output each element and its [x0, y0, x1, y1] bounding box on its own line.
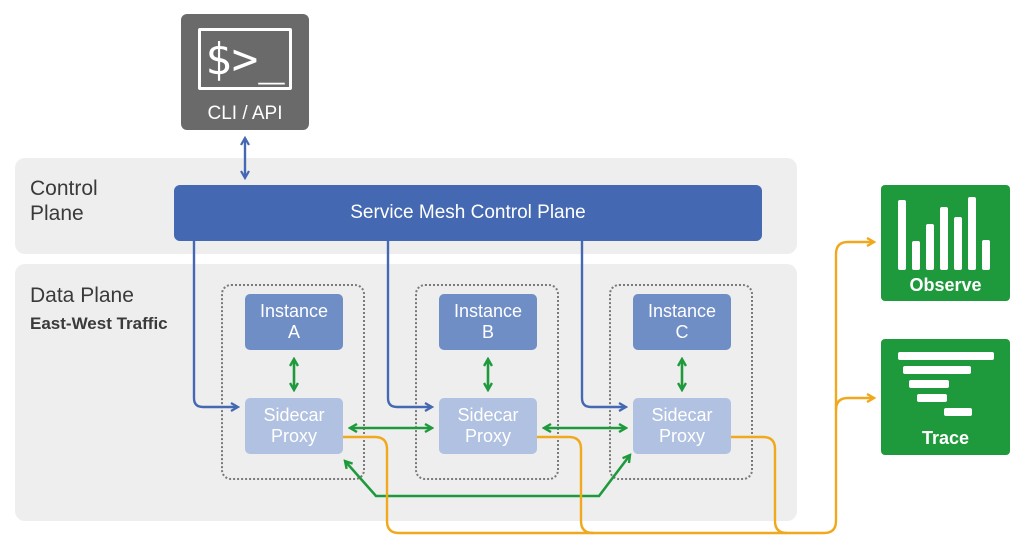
pod-a — [221, 284, 365, 480]
control-plane-title: Control Plane — [30, 176, 98, 226]
observe-node: Observe — [881, 185, 1010, 301]
control-plane-title-line2: Plane — [30, 202, 84, 225]
trace-waterfall-icon — [898, 352, 994, 416]
cli-api-node: $>_ CLI / API — [181, 14, 309, 130]
sidecar-proxy-c: Sidecar Proxy — [633, 398, 731, 454]
data-plane-title: Data Plane — [30, 284, 134, 307]
control-plane-title-line1: Control — [30, 177, 98, 200]
control-to-proxy-c — [580, 241, 626, 407]
pod-c — [609, 284, 753, 480]
proxy-a-to-c — [345, 455, 630, 498]
trace-node: Trace — [881, 339, 1010, 455]
terminal-icon: $>_ — [198, 28, 292, 90]
instance-b: Instance B — [439, 294, 537, 350]
cli-api-label: CLI / API — [207, 103, 283, 124]
trace-label: Trace — [921, 428, 970, 448]
bar-chart-icon — [898, 197, 990, 270]
terminal-prompt: $>_ — [205, 33, 285, 85]
telemetry-a — [343, 435, 838, 535]
control-to-proxy-a — [192, 241, 238, 407]
control-to-proxy-b — [386, 241, 432, 407]
telemetry-to-observe — [834, 242, 874, 521]
data-plane-subtitle: East-West Traffic — [30, 314, 168, 333]
telemetry-c — [731, 435, 788, 535]
service-mesh-control-plane: Service Mesh Control Plane — [174, 185, 762, 241]
pod-b — [415, 284, 559, 480]
instance-c: Instance C — [633, 294, 731, 350]
telemetry-b — [537, 435, 594, 535]
instance-a: Instance A — [245, 294, 343, 350]
sidecar-proxy-b: Sidecar Proxy — [439, 398, 537, 454]
telemetry-to-trace — [834, 398, 874, 411]
sidecar-proxy-a: Sidecar Proxy — [245, 398, 343, 454]
observe-label: Observe — [909, 275, 982, 295]
